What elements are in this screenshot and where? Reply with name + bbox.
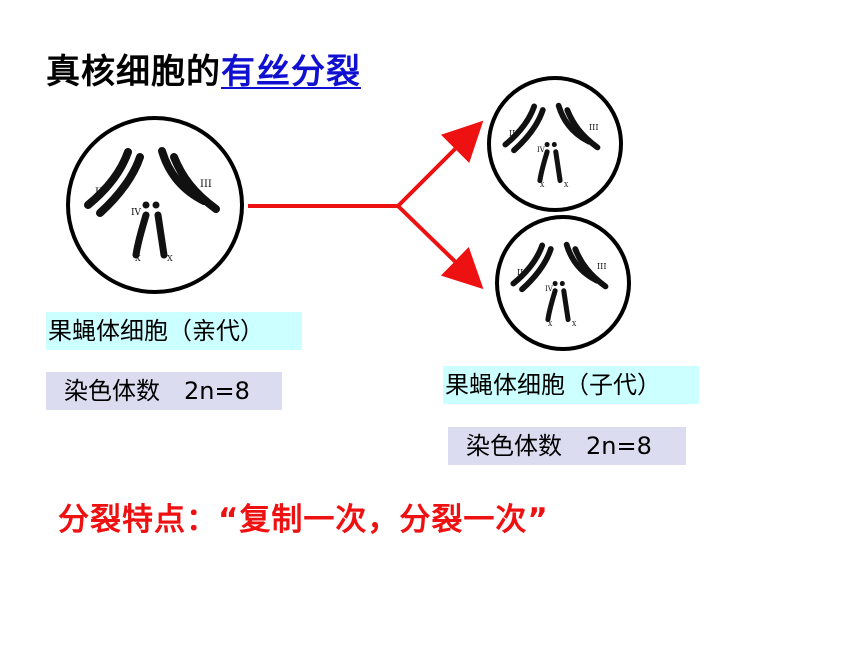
division-arrow [248, 120, 484, 290]
page-title: 真核细胞的有丝分裂 [46, 44, 361, 93]
chromosome-label-x1: X [540, 182, 545, 189]
chromosome-label-x2: X [167, 254, 173, 263]
title-highlight-link[interactable]: 有丝分裂 [221, 52, 361, 92]
chromosome-label-ii: II [509, 129, 515, 138]
chromosome-label-iii: III [597, 262, 606, 271]
parent-cell-label: 果蝇体细胞（亲代） [46, 312, 302, 350]
chromosome-label-x1: X [135, 254, 141, 263]
parent-cell: II III IV X X [66, 116, 244, 294]
chromosome-label-iii: III [200, 179, 212, 190]
chromosome-label-ii: II [517, 268, 523, 277]
chromosome-label-x1: X [548, 321, 553, 328]
daughter-cell-label: 果蝇体细胞（子代） [443, 366, 699, 404]
chromosome-label-iv: IV [545, 285, 554, 293]
daughter-chromosome-count: 染色体数 2n=8 [448, 427, 686, 465]
parent-chromosome-count: 染色体数 2n=8 [46, 372, 282, 410]
title-prefix: 真核细胞的 [46, 52, 221, 92]
daughter-cell-bottom: II III IV X X [495, 215, 631, 351]
division-feature-text: 分裂特点：“复制一次，分裂一次” [58, 502, 549, 538]
chromosome-label-x2: X [564, 182, 569, 189]
chromosome-label-x2: X [572, 321, 577, 328]
chromosome-label-ii: II [95, 187, 103, 198]
chromosome-label-iv: IV [131, 208, 142, 218]
chromosome-label-iv: IV [537, 146, 546, 154]
chromosome-label-iii: III [589, 123, 598, 132]
daughter-cell-top: II III IV X X [487, 76, 623, 212]
